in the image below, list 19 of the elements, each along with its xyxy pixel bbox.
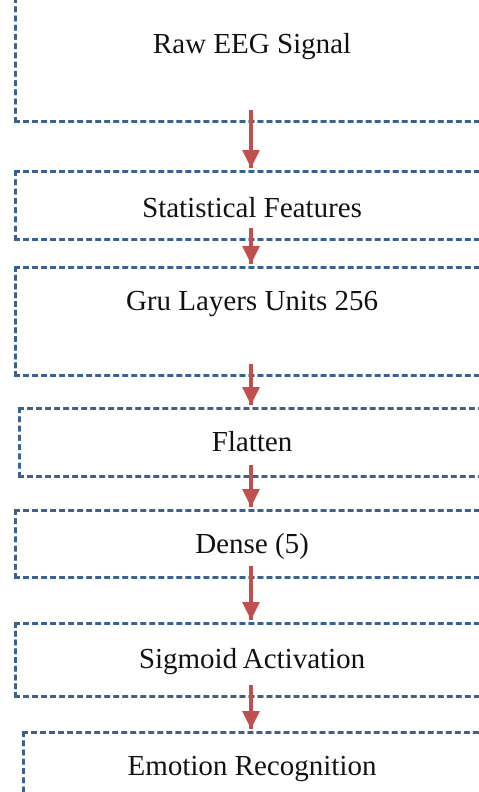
arrow: [242, 465, 260, 507]
process-box: [18, 407, 479, 478]
box-label: Gru Layers Units 256: [124, 284, 380, 318]
arrow: [242, 566, 260, 620]
box-label: Emotion Recognition: [126, 749, 378, 783]
box-label: Statistical Features: [141, 191, 363, 225]
box-label: Flatten: [210, 425, 294, 459]
box-label: Sigmoid Activation: [138, 642, 366, 676]
arrow: [242, 685, 260, 729]
process-box: [14, 0, 479, 123]
process-box: [14, 622, 479, 698]
process-box: [14, 266, 479, 377]
process-box: [14, 170, 479, 241]
arrow: [242, 110, 260, 168]
arrow: [242, 364, 260, 405]
box-label: Raw EEG Signal: [152, 27, 352, 61]
arrow: [242, 228, 260, 264]
process-box: [14, 509, 479, 579]
box-label: Dense (5): [194, 527, 310, 561]
